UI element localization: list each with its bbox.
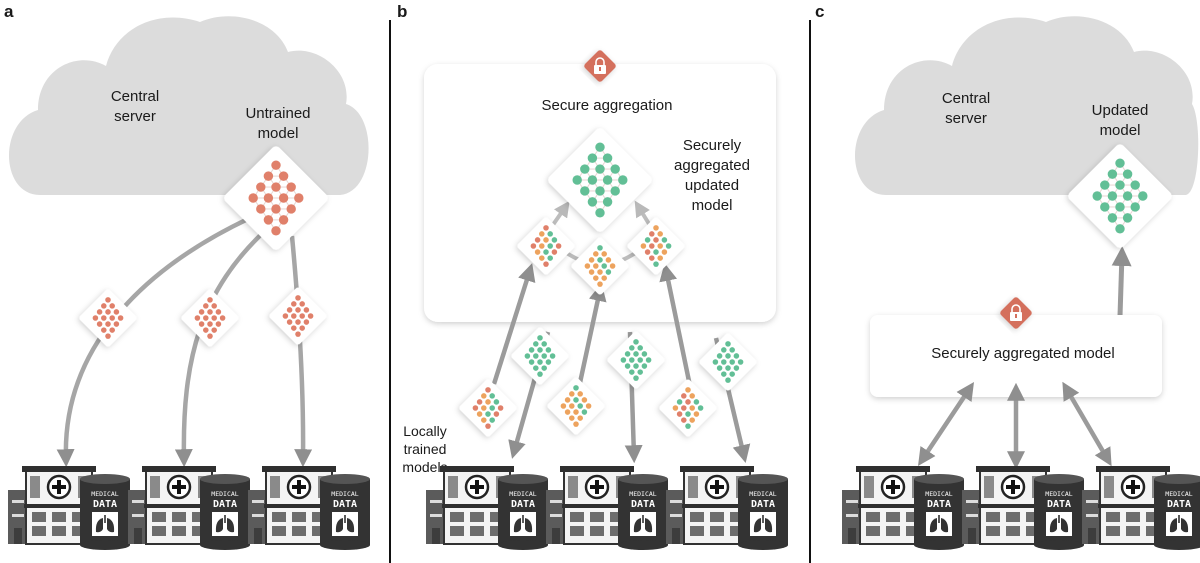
arrow-icon [491,263,536,385]
neural-network-icon [511,327,569,385]
secure-aggregation-label: Secure aggregation [542,97,673,114]
neural-network-icon [1068,144,1172,248]
neural-network-icon [547,377,605,435]
aggregated-model-label: Securely aggregated model [931,345,1114,362]
central-server-label-line1: Central [942,90,990,107]
lung-icon [510,512,536,536]
lung-icon [332,512,358,536]
aggregated-label-line4: model [692,197,733,214]
database-label-line1: MEDICAL [509,490,536,498]
database-label-line1: MEDICAL [749,490,776,498]
neural-network-icon [699,333,757,391]
database-label-line2: DATA [631,499,655,510]
lung-icon [926,512,952,536]
neural-network-icon [659,379,717,437]
database-label-line2: DATA [1047,499,1071,510]
neural-network-icon [79,289,137,347]
lock-icon [1000,297,1032,329]
aggregated-label-line2: aggregated [674,157,750,174]
lung-icon [92,512,118,536]
panel-label-b: b [397,2,407,21]
neural-network-icon [181,289,239,347]
untrained-model-label-line2: model [258,125,299,142]
arrow-icon [1111,246,1132,317]
database-label-line2: DATA [93,499,117,510]
database-label-line1: MEDICAL [331,490,358,498]
lung-icon [1046,512,1072,536]
database-label-line2: DATA [213,499,237,510]
aggregated-label-line1: Securely [683,137,742,154]
cloud-icon [8,16,369,196]
local-models-label-line2: trained [404,441,447,457]
neural-network-icon [627,217,685,275]
panel-label-c: c [815,2,824,21]
arrow-icon [289,235,313,468]
central-server-label-line2: server [945,110,987,127]
updated-model-label-line1: Updated [1092,102,1149,119]
neural-network-icon [607,331,665,389]
neural-network-icon [548,128,652,232]
neural-network-icon [459,379,517,437]
database-label-line1: MEDICAL [211,490,238,498]
lung-icon [630,512,656,536]
lock-icon [584,50,616,82]
database-label-line1: MEDICAL [925,490,952,498]
hospital-sites: MEDICALDATAMEDICALDATAMEDICALDATAMEDICAL… [8,466,1200,550]
local-models-label-line3: models [402,459,447,475]
database-label-line1: MEDICAL [91,490,118,498]
panel-a: Central server Untrained model [8,16,369,468]
arrow-icon [1062,381,1112,467]
arrow-icon [918,382,974,466]
database-label-line2: DATA [927,499,951,510]
neural-network-icon [571,237,629,295]
arrow-icon [56,215,251,468]
database-label-line1: MEDICAL [1045,490,1072,498]
neural-network-icon [269,287,327,345]
aggregated-label-line3: updated [685,177,739,194]
local-models-label-line1: Locally [403,423,447,439]
database-label-line2: DATA [1167,499,1191,510]
neural-network-icon [224,146,328,250]
database-label-line1: MEDICAL [1165,490,1192,498]
panel-c: Central server Updated model Securely ag… [854,16,1199,470]
neural-network-icon [517,217,575,275]
central-server-label-line2: server [114,108,156,125]
lung-icon [212,512,238,536]
untrained-model-label-line1: Untrained [245,105,310,122]
arrow-icon [575,282,607,393]
arrow-icon [174,226,270,468]
arrow-icon [659,262,693,387]
database-label-line2: DATA [511,499,535,510]
updated-model-label-line2: model [1100,122,1141,139]
central-server-label-line1: Central [111,88,159,105]
lung-icon [1166,512,1192,536]
panel-label-a: a [4,2,14,21]
database-label-line2: DATA [333,499,357,510]
lung-icon [750,512,776,536]
model-tiles [79,50,1172,437]
aggregated-model-box [870,315,1162,397]
database-label-line2: DATA [751,499,775,510]
database-label-line1: MEDICAL [629,490,656,498]
